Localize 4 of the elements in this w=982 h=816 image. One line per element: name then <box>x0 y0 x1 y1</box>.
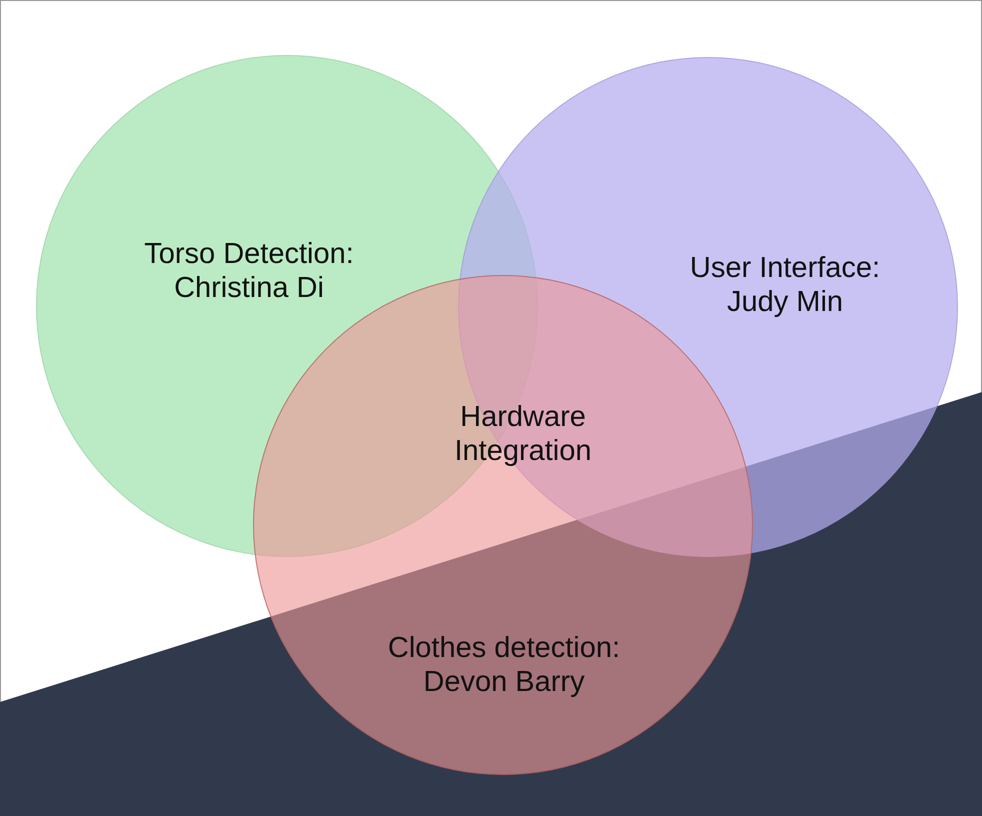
overlap-label: Hardware Integration <box>453 400 593 468</box>
circle-label: User Interface: Judy Min <box>688 251 882 319</box>
circle-label: Torso Detection: Christina Di <box>143 237 355 305</box>
circle-label: Clothes detection: Devon Barry <box>386 631 622 699</box>
